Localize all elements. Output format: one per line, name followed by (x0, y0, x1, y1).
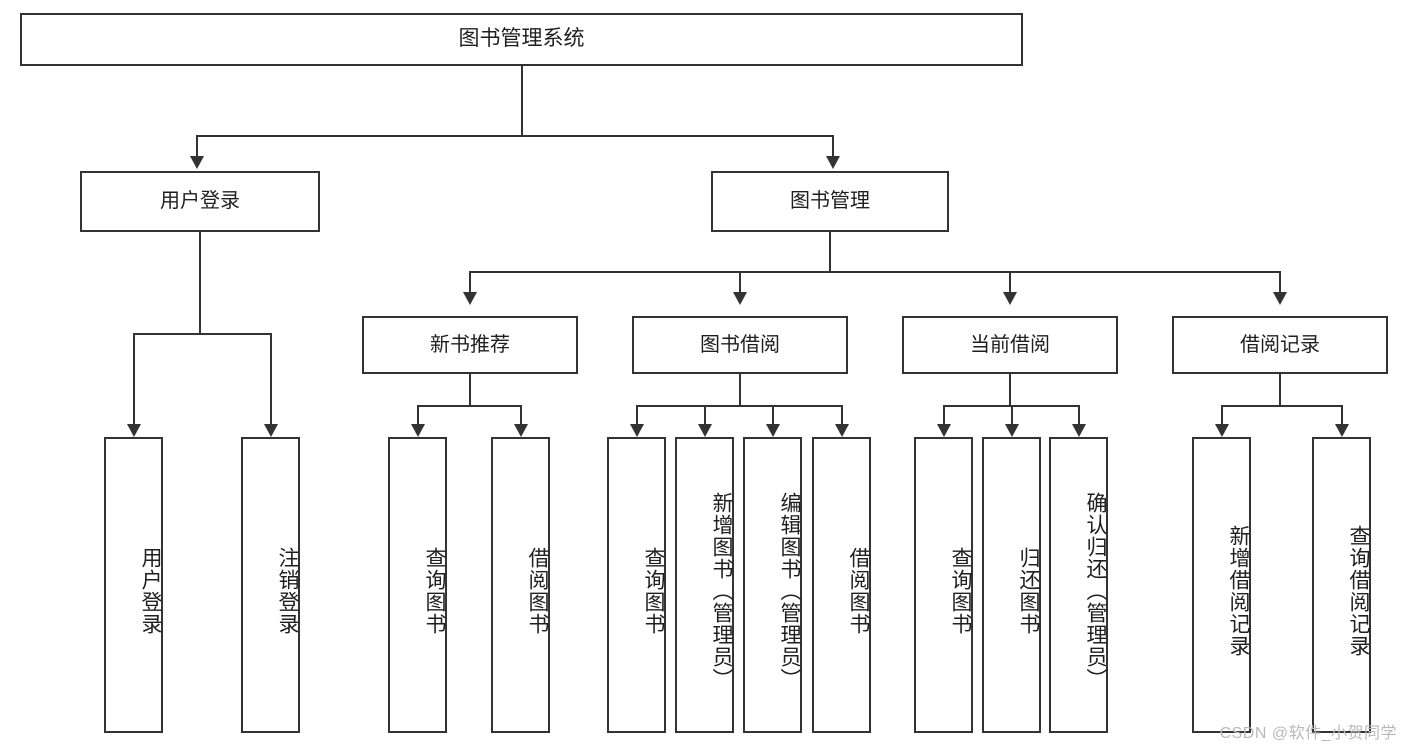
connector-user-login-stem (199, 232, 201, 334)
leaf-borrow-record-query[interactable]: 查询借阅记录 (1312, 437, 1371, 733)
node-label: 借阅图书 (526, 547, 549, 635)
node-label: 归还图书 (1017, 547, 1040, 635)
connector-to-leaf (417, 405, 419, 426)
connector-to-leaf (133, 333, 135, 426)
connector-to-leaf (1221, 405, 1223, 426)
leaf-book-borrow-add-admin[interactable]: 新增图书（管理员） (675, 437, 734, 733)
connector-to-leaf (520, 405, 522, 426)
node-user-login[interactable]: 用户登录 (80, 171, 320, 232)
arrow-down-icon (1215, 424, 1229, 437)
connector-to-leaf (841, 405, 843, 426)
arrow-down-icon (463, 292, 477, 305)
node-label: 借阅记录 (1240, 333, 1320, 356)
connector-to-new-book (469, 271, 471, 294)
arrow-down-icon (1072, 424, 1086, 437)
arrow-down-icon (835, 424, 849, 437)
leaf-current-borrow-confirm-admin[interactable]: 确认归还（管理员） (1049, 437, 1108, 733)
node-label: 图书借阅 (700, 333, 780, 356)
node-label: 查询图书 (949, 547, 972, 635)
connector-to-current-borrow (1009, 271, 1011, 294)
node-current-borrow[interactable]: 当前借阅 (902, 316, 1118, 374)
node-label: 查询图书 (642, 547, 665, 635)
connector-to-leaf (1078, 405, 1080, 426)
node-label: 新增借阅记录 (1227, 525, 1250, 657)
connector-book-borrow-bus (637, 405, 842, 407)
leaf-current-borrow-return[interactable]: 归还图书 (982, 437, 1041, 733)
arrow-down-icon (264, 424, 278, 437)
arrow-down-icon (1273, 292, 1287, 305)
node-book-borrow[interactable]: 图书借阅 (632, 316, 848, 374)
connector-book-borrow-stem (739, 374, 741, 406)
connector-user-login-bus (134, 333, 271, 335)
arrow-down-icon (127, 424, 141, 437)
leaf-borrow-record-add[interactable]: 新增借阅记录 (1192, 437, 1251, 733)
node-label: 确认归还（管理员） (1084, 492, 1107, 690)
node-label: 当前借阅 (970, 333, 1050, 356)
arrow-down-icon (766, 424, 780, 437)
connector-to-leaf (270, 333, 272, 426)
node-label: 用户登录 (139, 547, 162, 635)
connector-borrow-record-bus (1222, 405, 1342, 407)
node-label: 查询借阅记录 (1347, 525, 1370, 657)
connector-to-leaf (1341, 405, 1343, 426)
connector-current-borrow-stem (1009, 374, 1011, 406)
leaf-user-login-logout[interactable]: 注销登录 (241, 437, 300, 733)
node-label: 查询图书 (423, 547, 446, 635)
arrow-down-icon (1005, 424, 1019, 437)
node-label: 图书管理系统 (458, 27, 585, 51)
connector-to-borrow-record (1279, 271, 1281, 294)
arrow-down-icon (630, 424, 644, 437)
leaf-book-borrow-edit-admin[interactable]: 编辑图书（管理员） (743, 437, 802, 733)
node-book-management[interactable]: 图书管理 (711, 171, 949, 232)
leaf-new-book-borrow[interactable]: 借阅图书 (491, 437, 550, 733)
connector-root-to-book-management (832, 135, 834, 157)
arrow-down-icon (937, 424, 951, 437)
arrow-down-icon (1335, 424, 1349, 437)
node-label: 图书管理 (790, 190, 870, 212)
connector-root-stem (521, 66, 523, 136)
connector-borrow-record-stem (1279, 374, 1281, 406)
connector-to-leaf (704, 405, 706, 426)
node-borrow-record[interactable]: 借阅记录 (1172, 316, 1388, 374)
arrow-down-icon (826, 156, 840, 169)
arrow-down-icon (698, 424, 712, 437)
connector-new-book-stem (469, 374, 471, 406)
connector-root-bus (197, 135, 833, 137)
arrow-down-icon (733, 292, 747, 305)
arrow-down-icon (411, 424, 425, 437)
leaf-book-borrow-borrow[interactable]: 借阅图书 (812, 437, 871, 733)
connector-book-management-stem (829, 232, 831, 273)
arrow-down-icon (514, 424, 528, 437)
leaf-current-borrow-query[interactable]: 查询图书 (914, 437, 973, 733)
connector-level3-bus (470, 271, 1280, 273)
leaf-user-login-login[interactable]: 用户登录 (104, 437, 163, 733)
node-label: 新书推荐 (430, 333, 510, 356)
connector-root-to-user-login (196, 135, 198, 157)
node-root-book-management-system[interactable]: 图书管理系统 (20, 13, 1023, 66)
node-label: 用户登录 (160, 190, 240, 212)
connector-to-leaf (1011, 405, 1013, 426)
connector-to-leaf (636, 405, 638, 426)
node-label: 注销登录 (276, 547, 299, 635)
node-label: 新增图书（管理员） (710, 492, 733, 690)
leaf-new-book-query[interactable]: 查询图书 (388, 437, 447, 733)
node-new-book-recommend[interactable]: 新书推荐 (362, 316, 578, 374)
arrow-down-icon (1003, 292, 1017, 305)
connector-to-book-borrow (739, 271, 741, 294)
connector-new-book-bus (418, 405, 521, 407)
node-label: 借阅图书 (847, 547, 870, 635)
leaf-book-borrow-query[interactable]: 查询图书 (607, 437, 666, 733)
arrow-down-icon (190, 156, 204, 169)
node-label: 编辑图书（管理员） (778, 492, 801, 690)
connector-to-leaf (943, 405, 945, 426)
connector-to-leaf (772, 405, 774, 426)
